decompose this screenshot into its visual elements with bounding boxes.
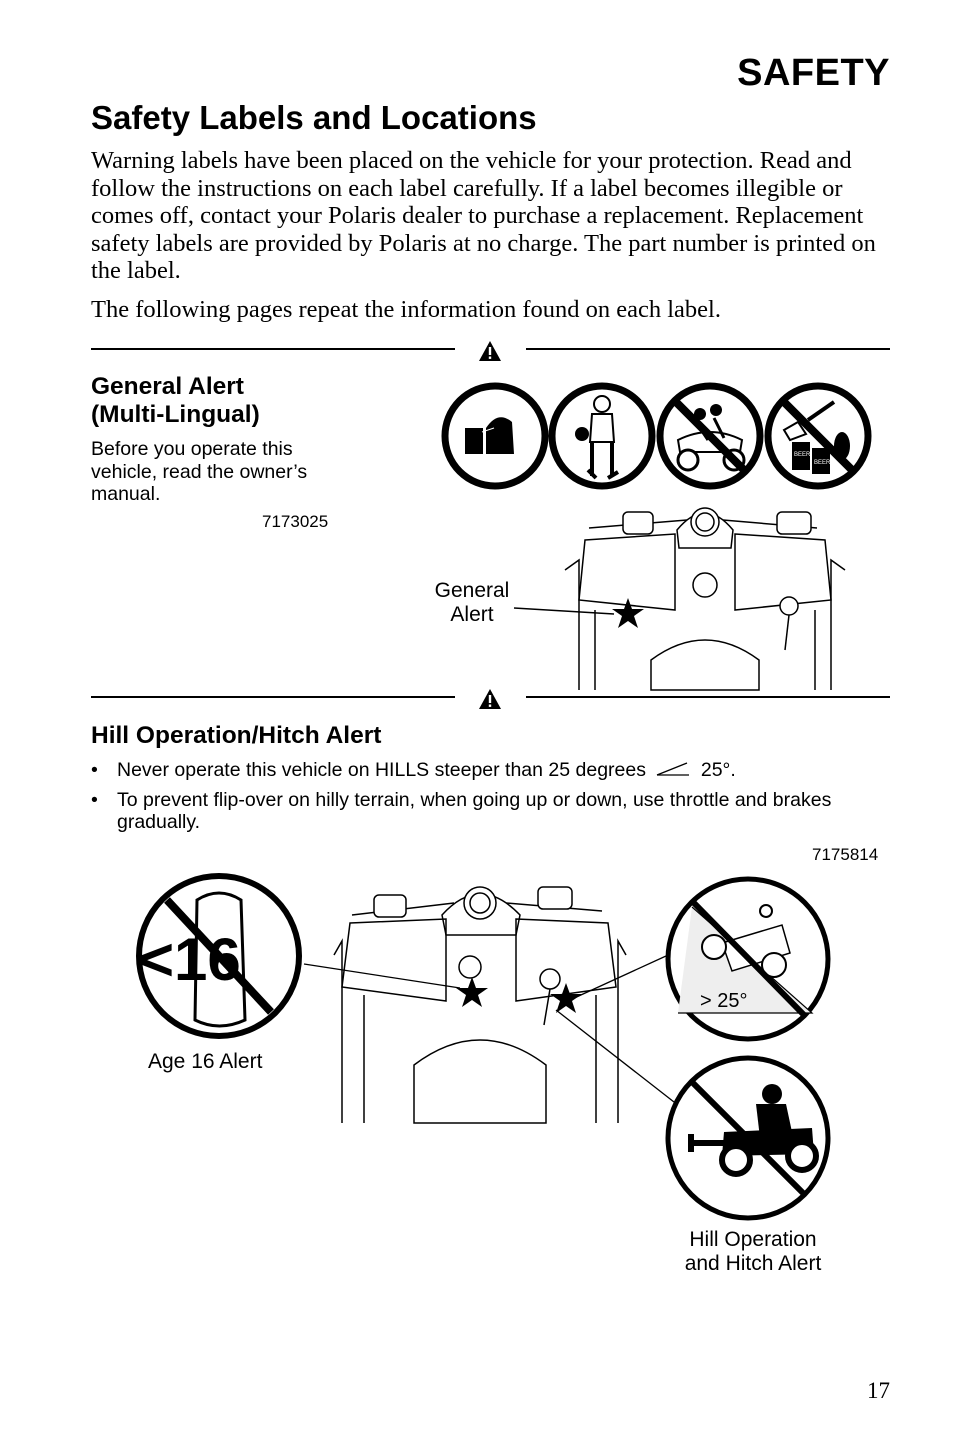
heading-line: (Multi-Lingual): [91, 401, 260, 428]
age-symbol: <16: [139, 926, 241, 993]
beer-label: BEER: [794, 452, 811, 458]
general-alert-heading: General Alert (Multi-Lingual): [91, 373, 260, 429]
divider-line: [91, 696, 455, 698]
heading-line: General Alert: [91, 373, 244, 400]
divider-line: [526, 348, 890, 350]
slope-angle-icon: [657, 762, 690, 776]
following-paragraph: The following pages repeat the informati…: [91, 296, 721, 323]
list-item: To prevent flip-over on hilly terrain, w…: [91, 789, 891, 834]
divider-line: [526, 696, 890, 698]
part-number: 7173025: [262, 512, 329, 531]
general-alert-label-icons: BEER BEER: [441, 382, 872, 490]
hill-hitch-callout: Hill Operation and Hitch Alert: [660, 1228, 846, 1276]
book-icon: [441, 382, 549, 490]
star-marker-icon: [612, 598, 644, 628]
general-alert-callout: General Alert: [420, 579, 524, 627]
hill-alert-bullets: Never operate this vehicle on HILLS stee…: [91, 759, 891, 841]
divider-line: [91, 348, 455, 350]
star-marker-icon: [550, 983, 582, 1013]
callout-line: Alert: [450, 603, 494, 626]
list-item: Never operate this vehicle on HILLS stee…: [91, 759, 891, 782]
bullet-text: Never operate this vehicle on HILLS stee…: [117, 759, 646, 781]
hill-alert-heading: Hill Operation/Hitch Alert: [91, 722, 382, 749]
no-passenger-icon: [656, 382, 764, 490]
warning-triangle-icon: [479, 689, 501, 709]
atv-top-view-illustration: [333, 886, 627, 1124]
age-16-alert-icon: <16: [136, 873, 302, 1039]
protective-gear-rider-icon: [548, 382, 656, 490]
part-number: 7175814: [812, 845, 879, 864]
callout-line: General: [434, 579, 510, 602]
page-number: 17: [867, 1378, 890, 1403]
slope-value: 25°.: [700, 759, 736, 781]
star-marker-icon: [456, 977, 488, 1007]
section-header: SAFETY: [737, 52, 890, 94]
no-hitch-alert-icon: [665, 1055, 831, 1221]
general-alert-leader: [513, 598, 644, 628]
page-title: Safety Labels and Locations: [91, 99, 537, 136]
bullet-text: To prevent flip-over on hilly terrain, w…: [117, 788, 832, 834]
general-alert-description: Before you operate this vehicle, read th…: [91, 438, 308, 505]
intro-paragraph: Warning labels have been placed on the v…: [91, 147, 876, 285]
callout-line: and Hitch Alert: [684, 1252, 822, 1275]
hill-angle-label: > 25°: [700, 990, 747, 1012]
callout-line: Hill Operation: [689, 1228, 817, 1251]
hill-over-25-alert-icon: > 25°: [665, 876, 831, 1042]
age-16-alert-label: Age 16 Alert: [148, 1050, 263, 1073]
leader-lines: [303, 955, 675, 1103]
no-alcohol-drugs-icon: BEER BEER: [764, 382, 872, 490]
beer-label: BEER: [814, 460, 831, 466]
warning-triangle-icon: [479, 341, 501, 361]
atv-top-view-illustration: [564, 507, 846, 691]
